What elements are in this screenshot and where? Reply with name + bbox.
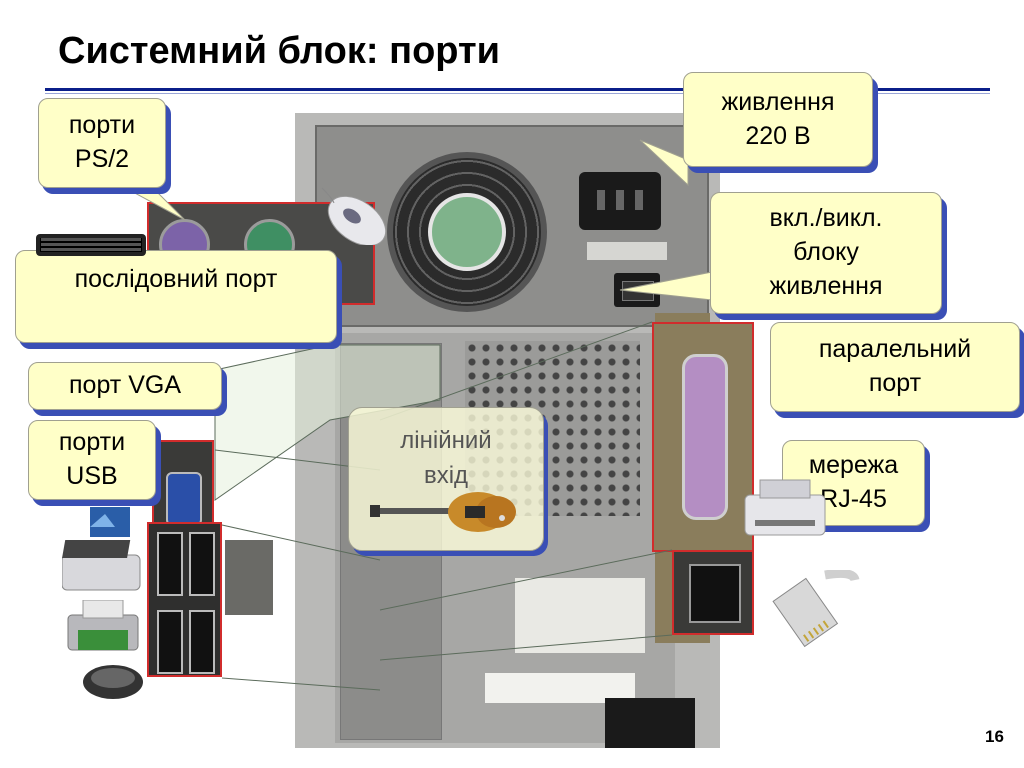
scanner-icon [62, 540, 141, 591]
product-sticker [515, 578, 645, 653]
power-supply [315, 125, 709, 327]
power-switch [614, 273, 660, 307]
webcam-icon [90, 507, 130, 537]
title-rule [45, 88, 990, 91]
usb-slot [189, 610, 215, 674]
vga-port-zoom [152, 440, 214, 526]
usb-slot [157, 610, 183, 674]
psu-plug [605, 698, 695, 748]
rj45-port-zoom [672, 550, 754, 635]
callout-line-in: лінійний вхід [348, 407, 544, 551]
callout-usb: порти USB [28, 420, 156, 500]
guitar-icon [370, 492, 516, 532]
mouse-icon [321, 187, 387, 245]
callout-power: живлення 220 В [683, 72, 873, 167]
callout-ps2: порти PS/2 [38, 98, 166, 188]
network-cable-icon [772, 570, 860, 648]
callout-parallel: паралельний порт [770, 322, 1020, 412]
audio-jack-zoom [225, 540, 273, 615]
usb-ports-zoom [147, 522, 222, 677]
fan-icon [387, 152, 547, 312]
psu-label-sticker [587, 242, 667, 260]
parallel-connector [682, 354, 728, 520]
parallel-port-zoom [652, 322, 754, 552]
title-rule-thin [45, 93, 990, 94]
mouse-icon-small [83, 665, 143, 699]
page-number: 16 [985, 727, 1004, 746]
power-socket [579, 172, 661, 230]
callout-vga: порт VGA [28, 362, 222, 410]
callout-power-switch: вкл./викл. блоку живлення [710, 192, 942, 314]
vga-connector [166, 472, 202, 526]
usb-slot [189, 532, 215, 596]
keyboard-icon [36, 234, 146, 256]
printer-icon [67, 600, 139, 651]
slide-title: Системний блок: порти [58, 30, 500, 72]
usb-slot [157, 532, 183, 596]
laser-printer-icon [744, 479, 826, 536]
rj45-hole [689, 564, 741, 623]
callout-serial: послідовний порт [15, 250, 337, 343]
